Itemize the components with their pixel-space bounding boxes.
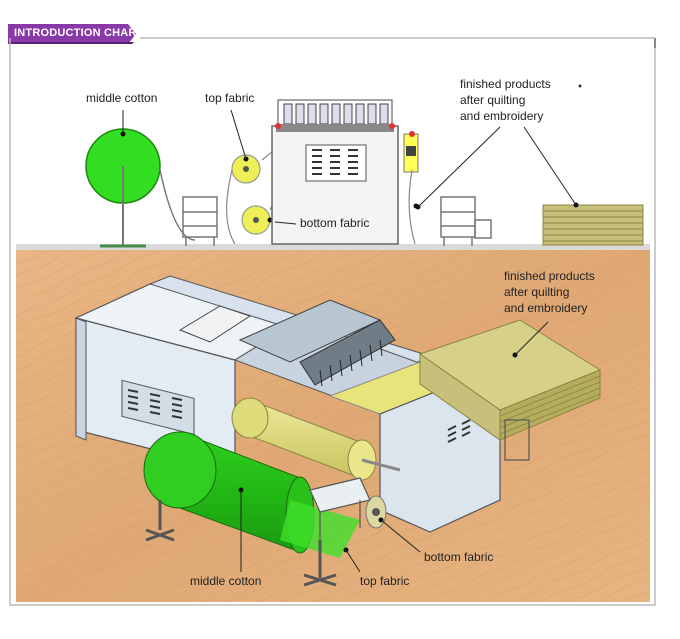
top-stand-left (182, 196, 218, 246)
top-bottom-fabric-roll (241, 205, 273, 235)
bottom-stand-right (303, 540, 337, 587)
top-middle-cotton-roll (85, 128, 196, 248)
top-label-top-fabric: top fabric (205, 91, 255, 105)
bottom-small-table (309, 477, 371, 540)
bottom-label-bottom-fabric: bottom fabric (424, 550, 494, 564)
frame-border (9, 38, 656, 606)
top-top-fabric-roll (231, 154, 261, 184)
cabinet-vents-right (447, 419, 471, 443)
bottom-finished-products-stack (418, 319, 602, 461)
top-label-finished-products: finished products after quilting and emb… (460, 77, 551, 123)
page-title: INTRODUCTION CHART (14, 27, 144, 39)
top-leader-lines (122, 109, 577, 225)
bottom-label-top-fabric: top fabric (360, 574, 410, 588)
bottom-top-fabric-roll (231, 397, 401, 481)
bottom-bottom-fabric-roll (365, 495, 387, 529)
cabinet-vents-left (127, 389, 183, 419)
top-floor (16, 244, 650, 250)
top-finished-products-stack (415, 202, 644, 246)
bottom-label-finished-products: finished products after quilting and emb… (504, 269, 595, 315)
top-label-middle-cotton: middle cotton (86, 91, 158, 105)
bottom-middle-cotton-roll (143, 431, 360, 558)
bottom-label-middle-cotton: middle cotton (190, 574, 262, 588)
bottom-quilting-machine (74, 275, 502, 533)
bottom-stand-left (145, 500, 175, 542)
top-stand-right (440, 196, 492, 246)
bottom-leader-lines (240, 321, 549, 573)
top-label-bottom-fabric: bottom fabric (300, 216, 370, 230)
